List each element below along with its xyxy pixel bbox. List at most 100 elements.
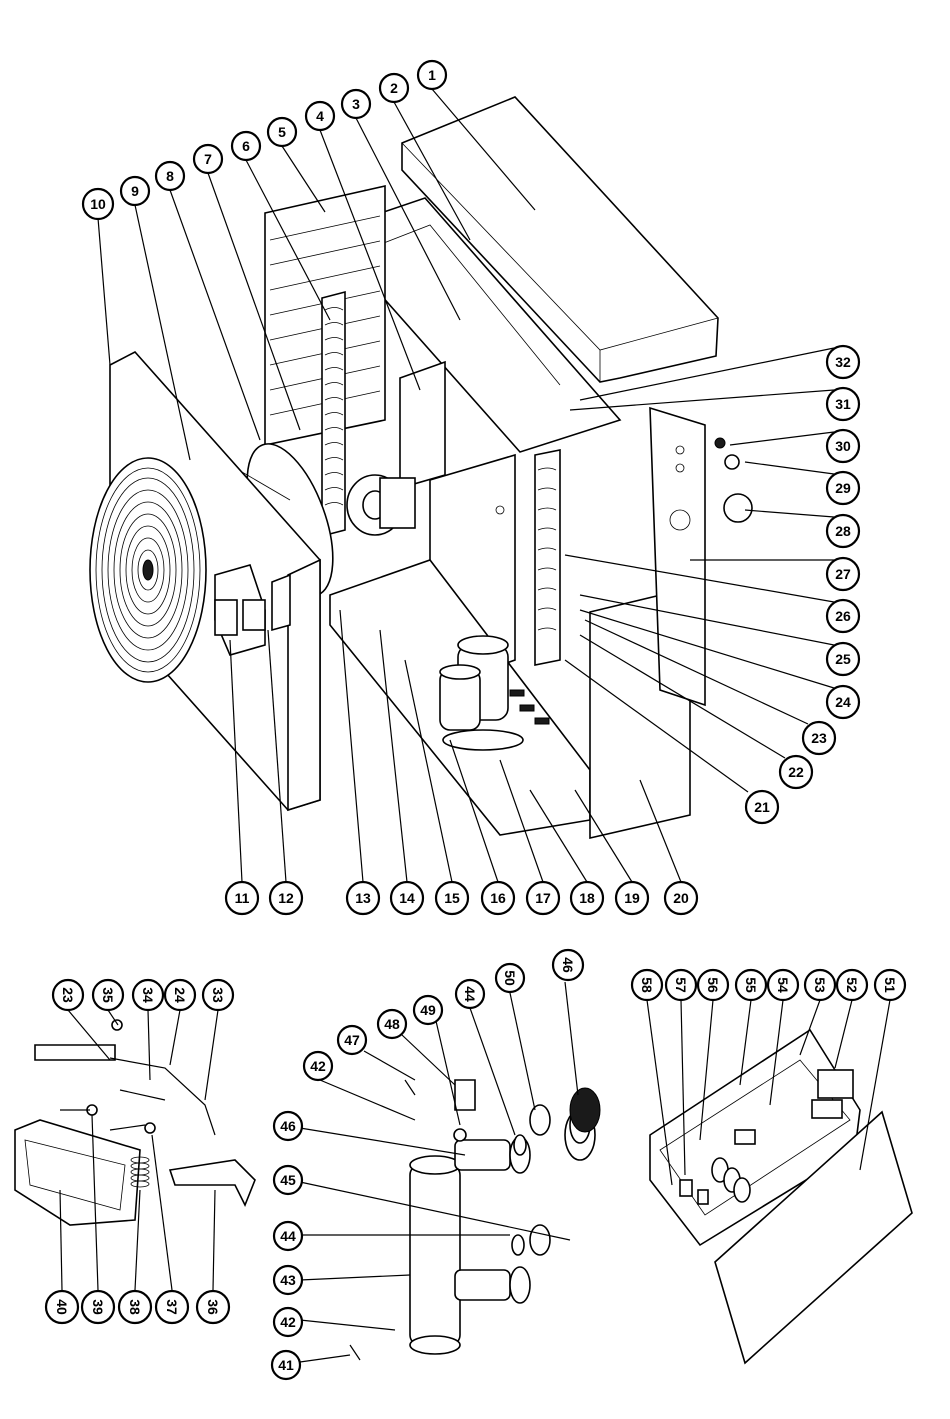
callout-p38-text: 38 [127,1299,143,1315]
callout-p39-text: 39 [90,1299,106,1315]
callout-p37: 37 [156,1291,188,1323]
callout-p24: 24 [165,980,195,1010]
callout-c53-text: 53 [812,977,828,993]
callout-c55-text: 55 [743,977,759,993]
callout-10: 10 [83,189,113,219]
callout-e44-a: 44 [274,1222,302,1250]
callout-c56-text: 56 [705,977,721,993]
callout-5-text: 5 [278,124,286,140]
callout-9-text: 9 [131,183,139,199]
callout-p37-text: 37 [164,1299,180,1315]
callout-c53: 53 [805,970,835,1000]
callout-c52: 52 [837,970,867,1000]
callout-24-text: 24 [835,694,851,710]
callout-c56: 56 [698,970,728,1000]
callout-16: 16 [482,882,514,914]
callout-30: 30 [827,430,859,462]
callout-e46-a: 46 [274,1112,302,1140]
callouts-controller: 51 52 53 54 55 56 57 58 [632,970,905,1000]
callout-15-text: 15 [444,890,460,906]
callout-e42a-text: 42 [280,1314,296,1330]
callout-25-text: 25 [835,651,851,667]
callout-e47: 47 [338,1026,366,1054]
callout-31-text: 31 [835,396,851,412]
callout-c51-text: 51 [882,977,898,993]
callout-8: 8 [156,162,184,190]
callout-6: 6 [232,132,260,160]
callout-p40: 40 [46,1291,78,1323]
callout-14: 14 [391,882,423,914]
callout-e50: 50 [496,964,524,992]
callout-e42-a: 42 [274,1308,302,1336]
callout-10-text: 10 [90,196,106,212]
callout-1-text: 1 [428,67,436,83]
callout-32: 32 [827,346,859,378]
callout-22-text: 22 [788,764,804,780]
callout-8-text: 8 [166,168,174,184]
callout-c55: 55 [736,970,766,1000]
callout-21-text: 21 [754,799,770,815]
callout-28: 28 [827,515,859,547]
callout-19: 19 [616,882,648,914]
callout-p34-text: 34 [140,987,156,1003]
callout-11-text: 11 [235,890,250,906]
callout-23-text: 23 [811,730,827,746]
partition-panel [400,362,445,488]
fan-guard [90,458,206,682]
callout-e44-b: 44 [456,980,484,1008]
callout-4-text: 4 [316,108,324,124]
callout-e49-text: 49 [420,1002,436,1018]
callout-e48-text: 48 [384,1016,400,1032]
callout-20-text: 20 [673,890,689,906]
callout-e50-text: 50 [502,970,518,986]
callout-c51: 51 [875,970,905,1000]
callout-17: 17 [527,882,559,914]
callout-7-text: 7 [204,151,212,167]
callout-29-text: 29 [835,480,851,496]
controller-box-assembly [647,1000,912,1363]
callout-e47-text: 47 [344,1032,360,1048]
callout-15: 15 [436,882,468,914]
callout-e44b-text: 44 [462,986,478,1002]
callout-c58: 58 [632,970,662,1000]
callout-e46-b: 46 [553,950,583,980]
callout-e45: 45 [274,1166,302,1194]
callout-7: 7 [194,145,222,173]
callout-26: 26 [827,600,859,632]
callout-e45-text: 45 [280,1172,296,1188]
callout-e49: 49 [414,996,442,1024]
callout-e46b-text: 46 [560,957,576,973]
callout-26-text: 26 [835,608,851,624]
callout-9: 9 [121,177,149,205]
callout-22: 22 [780,756,812,788]
callout-p23-text: 23 [60,987,76,1003]
callout-14-text: 14 [399,890,415,906]
callout-p35-text: 35 [100,987,116,1003]
callout-e41: 41 [272,1351,300,1379]
callout-23: 23 [803,722,835,754]
callout-c57: 57 [666,970,696,1000]
callout-1: 1 [418,61,446,89]
callout-c54: 54 [768,970,798,1000]
callout-c54-text: 54 [775,977,791,993]
callout-e42b-text: 42 [310,1058,326,1074]
callout-p39: 39 [82,1291,114,1323]
callout-24: 24 [827,686,859,718]
callout-27: 27 [827,558,859,590]
heat-exchanger-shell [410,1165,460,1345]
callout-3-text: 3 [352,96,360,112]
callout-12: 12 [270,882,302,914]
main-assembly [90,89,834,882]
callout-e42-b: 42 [304,1052,332,1080]
callout-c52-text: 52 [844,977,860,993]
callout-32-text: 32 [835,354,851,370]
callout-4: 4 [306,102,334,130]
callout-25: 25 [827,643,859,675]
callout-18: 18 [571,882,603,914]
callout-p40-text: 40 [54,1299,70,1315]
callout-13: 13 [347,882,379,914]
callout-e43: 43 [274,1266,302,1294]
callout-18-text: 18 [579,890,595,906]
callout-c58-text: 58 [639,977,655,993]
callout-16-text: 16 [490,890,506,906]
